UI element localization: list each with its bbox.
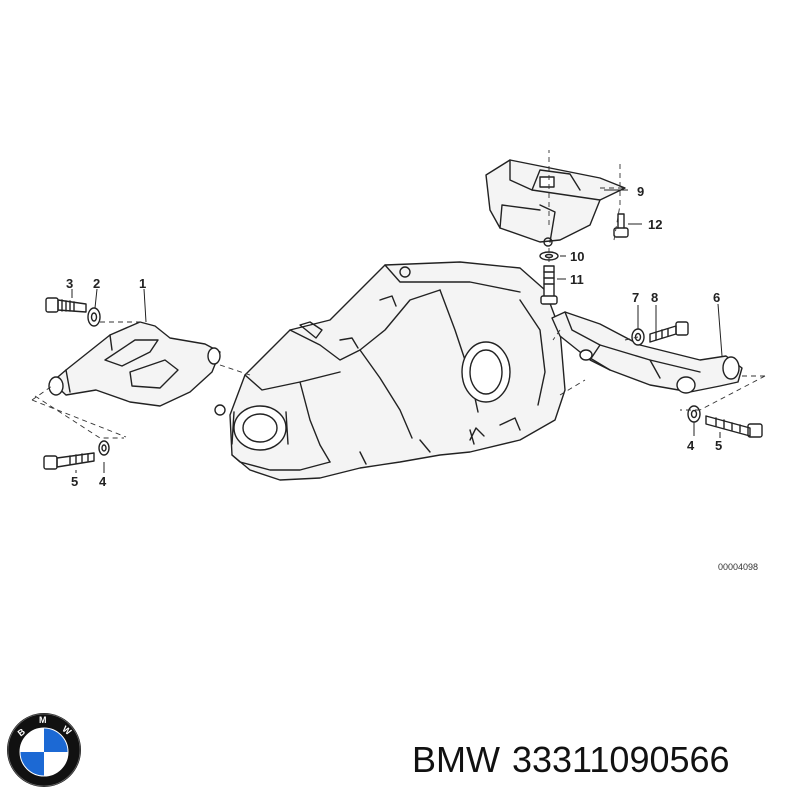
- bmw-roundel-icon: B M W: [7, 713, 81, 787]
- upper-rubber-mount: [485, 159, 626, 247]
- bolt-5-right: [705, 415, 763, 438]
- callout-1: 1: [139, 276, 146, 291]
- washer-4-left: [98, 440, 110, 456]
- callout-5-right: 5: [715, 438, 722, 453]
- callout-2: 2: [93, 276, 100, 291]
- differential-housing: [214, 261, 566, 481]
- callout-5-left: 5: [71, 474, 78, 489]
- callout-7: 7: [632, 290, 639, 305]
- bolt-3: [45, 297, 87, 313]
- leader-lines: [71, 189, 723, 473]
- callout-12: 12: [648, 217, 662, 232]
- washer-2: [87, 307, 101, 327]
- logo-letter-m: M: [39, 715, 47, 725]
- bolt-12: [613, 213, 629, 238]
- left-mounting-bracket: [48, 321, 221, 407]
- assembly-lines: [31, 150, 766, 439]
- bolt-8: [649, 321, 689, 343]
- brand-name: BMW: [412, 739, 500, 780]
- callout-6: 6: [713, 290, 720, 305]
- bolt-5-left: [43, 452, 95, 470]
- callout-11: 11: [570, 272, 584, 287]
- bolt-11: [540, 265, 558, 305]
- part-number: 33311090566: [511, 739, 730, 780]
- diagram-reference-code: 00004098: [718, 562, 758, 572]
- washer-4-right: [687, 405, 701, 423]
- logo-letter-b: B: [16, 726, 28, 738]
- callout-10: 10: [570, 249, 584, 264]
- part-caption: BMW 33311090566: [412, 736, 792, 784]
- callout-4-right: 4: [687, 438, 695, 453]
- callout-3: 3: [66, 276, 73, 291]
- callout-4-left: 4: [99, 474, 107, 489]
- right-mounting-arm: [551, 311, 743, 394]
- callout-9: 9: [637, 184, 644, 199]
- callout-8: 8: [651, 290, 658, 305]
